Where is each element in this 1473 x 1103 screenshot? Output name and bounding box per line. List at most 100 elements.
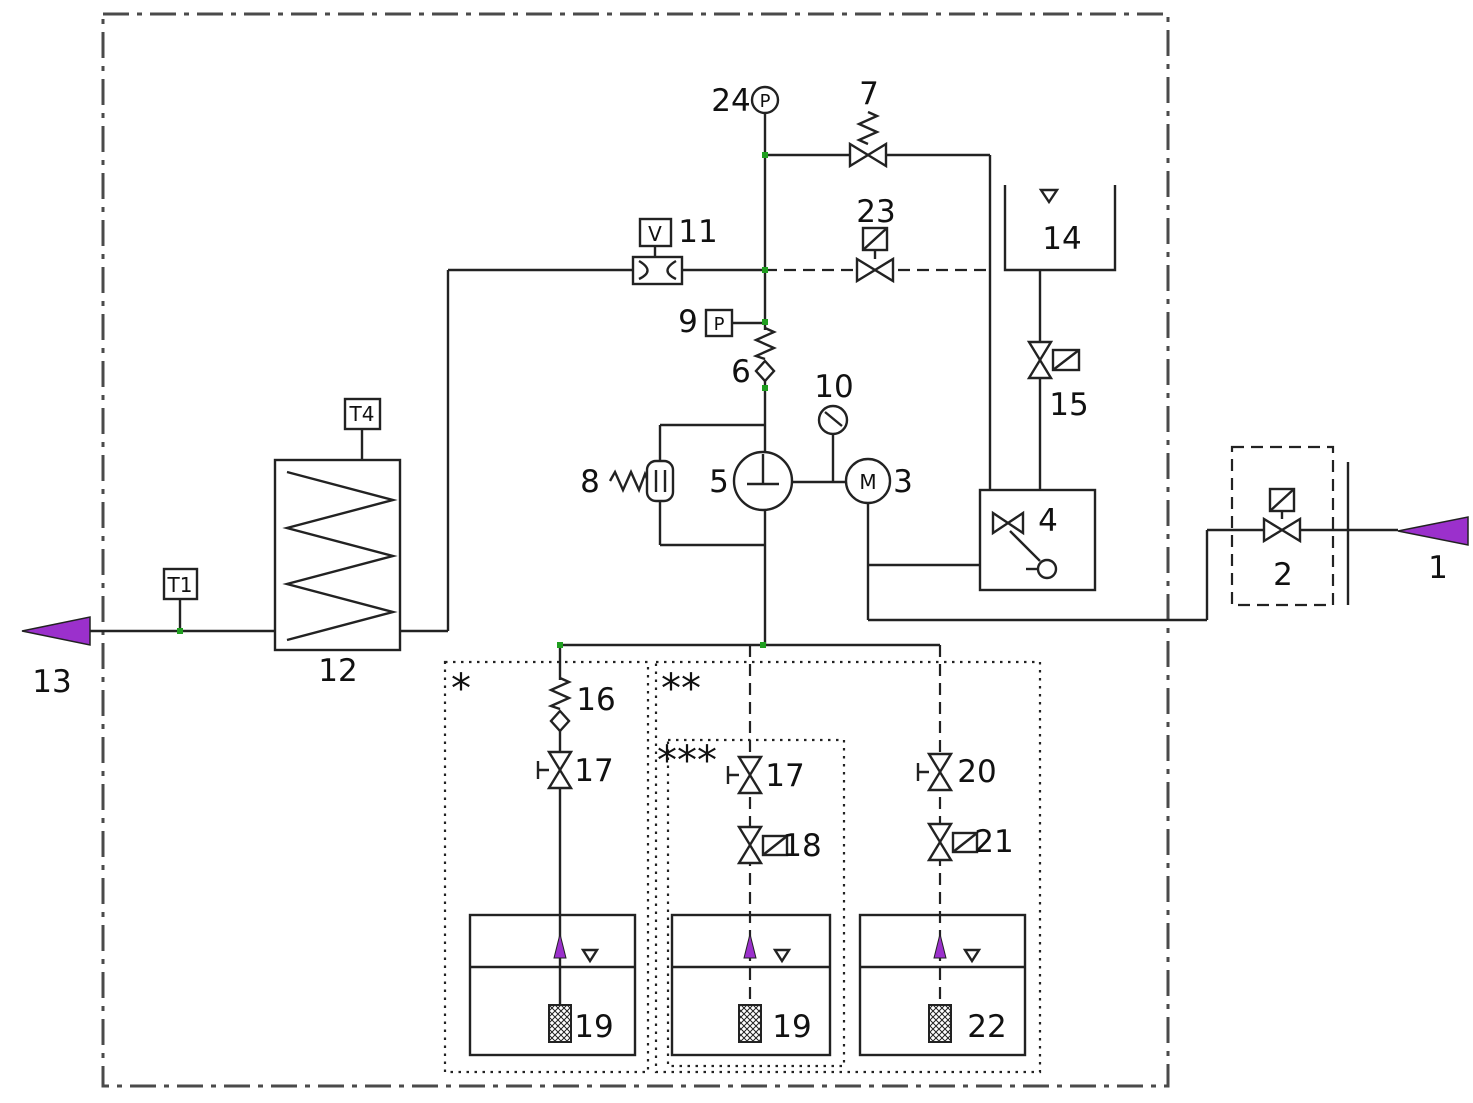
label-17b: 17 bbox=[765, 758, 804, 794]
pressure-letter: P bbox=[760, 91, 771, 112]
float-icon bbox=[1036, 558, 1058, 580]
label-6: 6 bbox=[731, 354, 751, 390]
level-indicator-icon bbox=[580, 948, 600, 964]
solenoid-valve-15 bbox=[1026, 340, 1081, 380]
valve-17a bbox=[536, 750, 574, 790]
damper-8 bbox=[608, 459, 675, 503]
pressure-sensor-9: P bbox=[704, 308, 734, 338]
junction-dot bbox=[762, 152, 768, 158]
junction-dot bbox=[762, 319, 768, 325]
filter-22 bbox=[928, 1004, 952, 1043]
check-valve-icon bbox=[754, 359, 776, 383]
heat-exchanger-12 bbox=[273, 458, 402, 652]
tank-b bbox=[670, 913, 832, 1057]
gauge-10 bbox=[817, 404, 849, 436]
label-1: 1 bbox=[1428, 550, 1448, 586]
motor-letter: M bbox=[859, 470, 876, 494]
junction-dot bbox=[762, 267, 768, 273]
level-indicator-icon bbox=[962, 948, 982, 964]
pressure-gauge-24: P bbox=[750, 85, 780, 115]
motor-3: M bbox=[844, 457, 892, 505]
label-12: 12 bbox=[318, 653, 357, 689]
label-2: 2 bbox=[1273, 557, 1293, 593]
pressure-letter: P bbox=[714, 314, 725, 335]
junction-dot bbox=[760, 642, 766, 648]
tank-14 bbox=[1003, 185, 1117, 272]
junction-dot bbox=[177, 628, 183, 634]
flow-indicator-11: V bbox=[631, 217, 684, 286]
label-star2: ** bbox=[661, 666, 701, 712]
gauge-needle-icon bbox=[824, 411, 843, 427]
venturi-icon bbox=[638, 259, 677, 281]
filter-19b bbox=[738, 1004, 762, 1043]
level-indicator-icon bbox=[1038, 188, 1060, 205]
check-valve-6 bbox=[752, 326, 777, 383]
solenoid-icon bbox=[952, 832, 978, 853]
label-21: 21 bbox=[974, 824, 1013, 860]
solenoid-icon bbox=[1269, 488, 1295, 512]
reservoir-4 bbox=[978, 488, 1097, 592]
label-star: * bbox=[451, 666, 471, 712]
inlet-arrow-1 bbox=[1397, 516, 1469, 546]
label-8: 8 bbox=[580, 464, 600, 500]
valve-17b bbox=[726, 755, 764, 795]
spring-icon bbox=[752, 326, 777, 361]
solenoid-valve-23 bbox=[855, 226, 895, 284]
label-22: 22 bbox=[967, 1009, 1006, 1045]
subsystem-star2-enclosure bbox=[654, 660, 1042, 1074]
relief-valve-7 bbox=[848, 110, 888, 169]
label-7: 7 bbox=[859, 76, 879, 112]
label-3: 3 bbox=[893, 464, 913, 500]
handle-icon bbox=[536, 761, 549, 779]
subsystem-star-enclosure bbox=[443, 660, 650, 1074]
label-15: 15 bbox=[1049, 387, 1088, 423]
handle-icon bbox=[726, 766, 739, 784]
tank-a bbox=[468, 913, 637, 1057]
subsystem-star3-enclosure bbox=[666, 738, 846, 1068]
pipes bbox=[88, 113, 1398, 1005]
check-valve-16 bbox=[547, 676, 572, 733]
nozzle-arrow-icon bbox=[743, 933, 757, 959]
solenoid-icon bbox=[862, 227, 888, 251]
spring-icon bbox=[547, 676, 572, 711]
label-24: 24 bbox=[711, 83, 750, 119]
nozzle-arrow-icon bbox=[933, 933, 947, 959]
solenoid-icon bbox=[1052, 349, 1080, 371]
level-indicator-icon bbox=[772, 948, 792, 964]
valve-2-enclosure bbox=[1230, 445, 1335, 607]
label-19b: 19 bbox=[772, 1009, 811, 1045]
tank-c bbox=[858, 913, 1027, 1057]
label-4: 4 bbox=[1038, 503, 1058, 539]
label-10: 10 bbox=[814, 369, 853, 405]
t1-label: T1 bbox=[167, 573, 193, 597]
filter-19a bbox=[548, 1004, 572, 1043]
solenoid-valve-21 bbox=[926, 822, 979, 862]
label-13: 13 bbox=[32, 664, 71, 700]
t4-label: T4 bbox=[349, 402, 375, 426]
solenoid-valve-18 bbox=[736, 825, 789, 865]
nozzle-arrow-icon bbox=[553, 933, 567, 959]
label-9: 9 bbox=[678, 304, 698, 340]
spring-icon bbox=[856, 110, 880, 146]
labels: 24 7 23 14 11 9 6 10 8 5 3 4 15 2 1 12 1… bbox=[32, 76, 1448, 1045]
coil-icon bbox=[282, 470, 398, 642]
spring-icon bbox=[608, 469, 650, 494]
label-20: 20 bbox=[957, 754, 996, 790]
junction-dots bbox=[177, 152, 768, 648]
handle-icon bbox=[916, 763, 929, 781]
label-14: 14 bbox=[1042, 221, 1081, 257]
outlet-arrow-13 bbox=[21, 616, 91, 646]
label-11: 11 bbox=[678, 214, 717, 250]
solenoid-icon bbox=[762, 835, 788, 856]
control-lines bbox=[748, 268, 990, 1005]
temp-sensor-t1: T1 bbox=[162, 567, 199, 601]
system-boundary bbox=[101, 12, 1170, 1088]
label-18: 18 bbox=[782, 828, 821, 864]
pump-5 bbox=[732, 450, 794, 512]
label-23: 23 bbox=[856, 194, 895, 230]
pump-icon bbox=[747, 454, 779, 486]
solenoid-valve-2 bbox=[1262, 487, 1302, 544]
label-16: 16 bbox=[576, 682, 615, 718]
